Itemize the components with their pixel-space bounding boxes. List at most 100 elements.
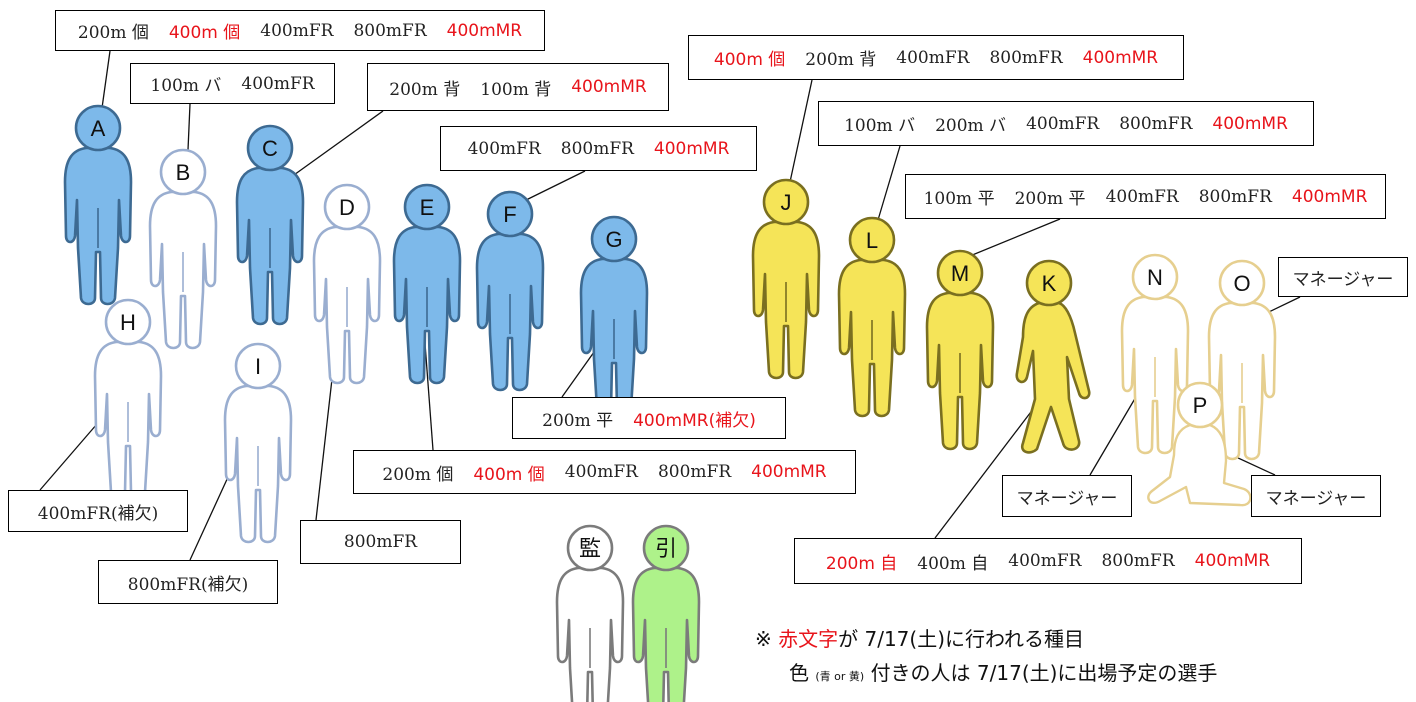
connector-B [187, 103, 191, 151]
head-O [1218, 259, 1266, 307]
person-letter-K: K [1042, 271, 1057, 296]
head-I [234, 342, 282, 390]
person-C: C [235, 124, 305, 326]
person-H: H [93, 298, 163, 500]
person-letter-H: H [120, 310, 136, 335]
event-item: 800mFR [353, 20, 427, 41]
event-item: 200m 平 [1014, 189, 1086, 209]
event-item: 400mFR [896, 47, 970, 68]
event-item: マネージャー [1016, 488, 1118, 509]
event-item: 400m 個 [473, 464, 545, 485]
head-B [159, 148, 207, 196]
person-letter-M: M [951, 261, 969, 286]
head-監 [566, 524, 614, 572]
event-item: マネージャー [1265, 488, 1367, 509]
person-監: 監 [555, 524, 625, 702]
connector-N [1089, 389, 1141, 476]
event-item: 100m バ [150, 76, 222, 96]
head-A [74, 104, 122, 152]
event-item: 400mMR [571, 77, 647, 97]
event-label-C: 200m 背 100m 背 400mMR [367, 63, 669, 111]
event-item: 800mFR(補欠) [127, 574, 249, 595]
person-K: K [1015, 259, 1091, 454]
event-item: 200m 平 [542, 410, 614, 431]
event-item: 200m 個 [382, 464, 454, 485]
event-item: 400mMR [653, 138, 730, 159]
person-letter-B: B [176, 160, 191, 185]
person-A: A [63, 104, 133, 306]
connector-L [877, 145, 901, 221]
event-item: 800mFR [343, 532, 418, 552]
connector-A [101, 50, 111, 109]
event-item: 400m 個 [168, 23, 241, 43]
event-item: 400mFR [1008, 551, 1082, 571]
person-letter-G: G [605, 227, 622, 252]
person-letter-N: N [1147, 265, 1163, 290]
connector-C [279, 110, 384, 186]
person-B: B [148, 148, 218, 350]
head-L [848, 216, 896, 264]
event-item: 400mFR [467, 138, 541, 159]
head-M [936, 249, 984, 297]
legend-line-1: ※ 赤文字が 7/17(土)に行われる種目 [755, 627, 1084, 651]
event-item: 200m 個 [77, 23, 149, 43]
person-G: G [579, 215, 649, 417]
person-O: O [1207, 259, 1277, 461]
head-E [403, 183, 451, 231]
person-E: E [392, 183, 462, 385]
event-item: 100m 背 [480, 79, 552, 100]
event-item: 400mMR [446, 20, 523, 41]
event-item: 800mFR [1198, 186, 1272, 207]
event-label-I: 800mFR(補欠) [98, 560, 278, 604]
legend-note: ※ 赤文字が 7/17(土)に行われる種目 色 (青 or 黄) 付きの人は 7… [755, 622, 1217, 694]
event-item: 800mFR [989, 47, 1063, 68]
event-item: 800mFR [657, 462, 732, 482]
event-item: 800mFR [1101, 551, 1175, 571]
event-item: 800mFR [560, 138, 634, 159]
person-letter-J: J [781, 190, 792, 215]
event-item: 400m 個 [713, 50, 786, 70]
event-item: 400mFR(補欠) [37, 503, 159, 524]
event-item: 100m 平 [923, 189, 995, 209]
legend-line-2: 色 (青 or 黄) 付きの人は 7/17(土)に出場予定の選手 [789, 661, 1218, 685]
person-J: J [751, 178, 821, 380]
person-letter-L: L [866, 228, 878, 253]
connector-M [964, 218, 1061, 259]
legend-red-text: 赤文字 [778, 627, 839, 651]
head-C [246, 124, 294, 172]
event-label-F: 400mFR 800mFR 400mMR [440, 126, 757, 171]
connector-K [934, 399, 1041, 539]
person-letter-E: E [420, 195, 435, 220]
connector-J [789, 79, 813, 183]
head-H [104, 298, 152, 346]
person-D: D [312, 183, 382, 385]
person-引: 引 [631, 524, 701, 702]
event-item: 400mMR [1082, 47, 1159, 68]
event-item: 200m 背 [389, 79, 461, 100]
event-item: 400m 自 [917, 553, 989, 574]
event-label-O: マネージャー [1278, 257, 1408, 297]
event-item: 400mMR(補欠) [633, 410, 756, 431]
event-label-G: 200m 平 400mMR(補欠) [512, 397, 786, 439]
person-letter-監: 監 [579, 536, 601, 561]
event-item: 200m 背 [805, 50, 877, 70]
person-letter-引: 引 [655, 536, 677, 561]
event-label-P: マネージャー [1251, 475, 1381, 517]
event-label-N: マネージャー [1002, 475, 1132, 517]
event-item: 200m バ [935, 116, 1007, 136]
event-item: 400mFR [1026, 113, 1100, 134]
person-N: N [1120, 253, 1190, 455]
person-letter-A: A [91, 116, 106, 141]
person-F: F [475, 190, 545, 392]
head-P [1176, 381, 1224, 429]
person-letter-I: I [255, 354, 261, 379]
event-item: 400mMR [1212, 113, 1288, 134]
head-N [1131, 253, 1179, 301]
